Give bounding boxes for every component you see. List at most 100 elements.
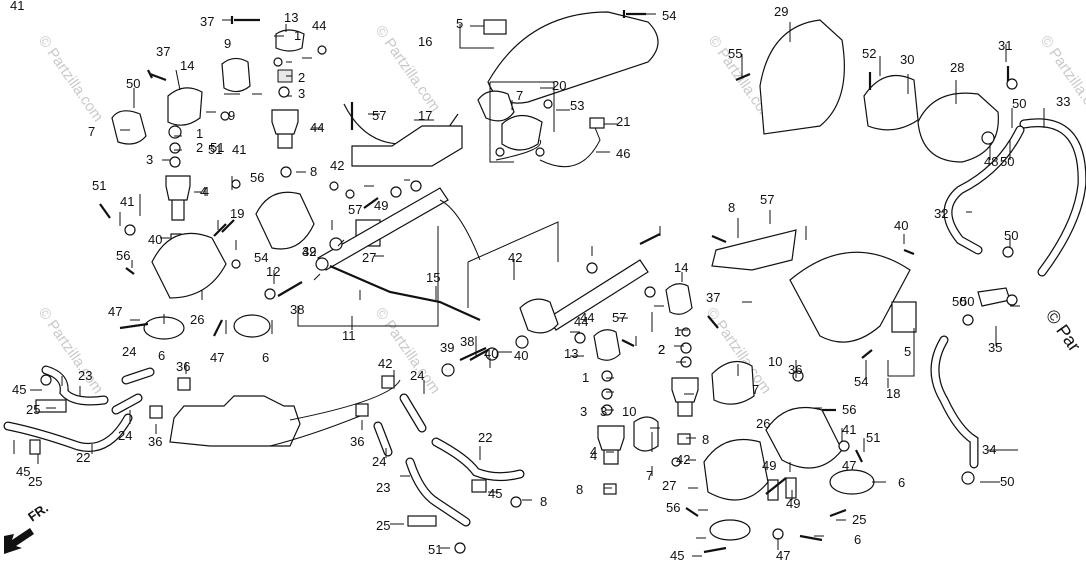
bolt-part xyxy=(855,449,863,463)
callout-number: 7 xyxy=(752,382,759,397)
group-bracket xyxy=(887,328,915,377)
nut-part xyxy=(124,224,136,236)
callout-number: 44 xyxy=(312,18,326,33)
callout-number: 13 xyxy=(284,10,298,25)
callout-number: 25 xyxy=(376,518,390,533)
clip-part xyxy=(29,439,41,455)
callout-number: 6 xyxy=(262,350,269,365)
fuel-rail-part xyxy=(329,264,481,322)
callout-number: 9 xyxy=(228,108,235,123)
seal-part xyxy=(603,483,617,495)
callout-number: 50 xyxy=(1004,228,1018,243)
nut-part xyxy=(454,542,466,554)
callout-number: 22 xyxy=(478,430,492,445)
nut-part xyxy=(441,363,455,377)
callout-number: 2 xyxy=(298,70,305,85)
callout-number: 27 xyxy=(362,250,376,265)
regulator-part xyxy=(501,114,543,151)
callout-number: 3 xyxy=(146,152,153,167)
cover-part xyxy=(487,11,659,104)
callout-number: 8 xyxy=(310,164,317,179)
bolt-part xyxy=(707,315,719,329)
clip-part xyxy=(589,117,605,129)
o-ring-part xyxy=(273,57,283,67)
callout-number: 35 xyxy=(988,340,1002,355)
nut-part xyxy=(329,237,343,251)
callout-number: 6 xyxy=(158,348,165,363)
callout-number: 50 xyxy=(1000,474,1014,489)
bolt-part xyxy=(765,477,787,495)
nut-part xyxy=(1006,294,1018,306)
nut-part xyxy=(495,147,505,157)
callout-number: 45 xyxy=(488,486,502,501)
callout-number: 7 xyxy=(646,468,653,483)
hose-part xyxy=(1020,119,1086,276)
callout-number: 42 xyxy=(378,356,392,371)
cover-part xyxy=(759,19,845,135)
callout-number: 5 xyxy=(456,16,463,31)
callout-number: 36 xyxy=(148,434,162,449)
callout-number: 41 xyxy=(232,142,246,157)
nut-part xyxy=(40,374,52,386)
callout-number: 48 xyxy=(984,154,998,169)
nut-part xyxy=(535,147,545,157)
nut-part xyxy=(772,528,784,540)
front-arrow-icon: FR. xyxy=(4,500,51,554)
injector-part xyxy=(597,425,625,465)
callout-number: 10 xyxy=(768,354,782,369)
throttle-body-part xyxy=(169,395,301,447)
watermark: © Partzilla.com xyxy=(372,23,444,116)
callout-number: 40 xyxy=(484,346,498,361)
callout-number: 9 xyxy=(224,36,231,51)
bolt-part xyxy=(685,507,699,517)
callout-number: 57 xyxy=(760,192,774,207)
callout-number: 25 xyxy=(28,474,42,489)
clip-part xyxy=(381,375,395,389)
callout-number: 42 xyxy=(508,250,522,265)
nut-part xyxy=(315,257,329,271)
callout-number: 10 xyxy=(622,404,636,419)
nut-part xyxy=(586,262,598,274)
callout-number: 14 xyxy=(180,58,194,73)
hose-part xyxy=(374,422,392,456)
callout-number: 13 xyxy=(564,346,578,361)
hose-part xyxy=(930,335,979,469)
fuel-pipe-part xyxy=(665,283,693,315)
holder-part xyxy=(167,87,203,126)
bolt-part xyxy=(711,234,727,244)
bolt-part xyxy=(735,72,751,82)
callout-number: 8 xyxy=(540,494,547,509)
callout-number: 15 xyxy=(426,270,440,285)
callout-number: 56 xyxy=(116,248,130,263)
clip-part xyxy=(149,405,163,419)
tube-part xyxy=(439,199,481,261)
watermark: © Partzilla.com xyxy=(35,33,107,126)
band-part xyxy=(233,314,271,338)
hose-part xyxy=(122,368,154,384)
insulator-part xyxy=(111,110,147,145)
band-part xyxy=(709,519,751,541)
group-bracket xyxy=(459,24,494,49)
o-ring-part xyxy=(169,142,181,154)
callout-number: 11 xyxy=(342,328,356,343)
bolt-part xyxy=(621,339,635,347)
callout-number: 2 xyxy=(658,342,665,357)
callout-number: 6 xyxy=(898,475,905,490)
clip-part xyxy=(177,377,191,391)
nut-part xyxy=(1002,246,1014,258)
insulator-part xyxy=(633,416,659,452)
group-bracket xyxy=(297,226,439,327)
hose-part xyxy=(400,394,426,432)
bolt-part xyxy=(703,546,727,554)
callout-number: 25 xyxy=(852,512,866,527)
bolt-part xyxy=(639,233,661,245)
callout-number: 26 xyxy=(756,416,770,431)
callout-number: 57 xyxy=(612,310,626,325)
nut-part xyxy=(671,457,681,467)
nut-part xyxy=(231,259,241,269)
callout-number: 4 xyxy=(202,184,209,199)
intake-joint-part xyxy=(151,232,227,299)
callout-number: 51 xyxy=(210,140,224,155)
